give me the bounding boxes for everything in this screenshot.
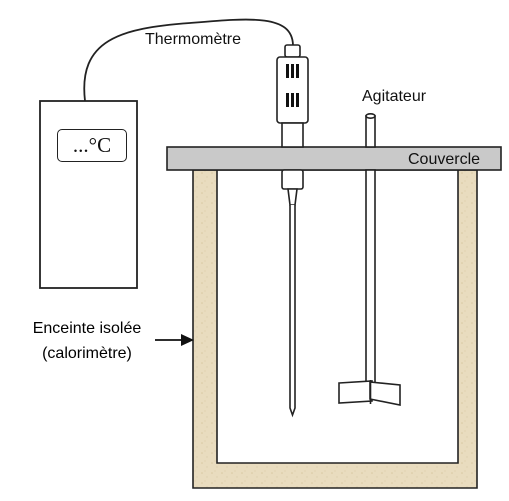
stirrer-blade xyxy=(338,380,373,404)
insulated-enclosure-label-line2: (calorimètre) xyxy=(42,345,132,362)
lid xyxy=(166,146,502,171)
stirrer xyxy=(338,113,401,406)
stirrer-label: Agitateur xyxy=(362,88,427,105)
thermometer-cable xyxy=(83,18,294,102)
thermometer-label: Thermomètre xyxy=(145,31,242,48)
thermometer-marks xyxy=(286,64,299,107)
insulated-enclosure-label-line1: Enceinte isolée xyxy=(32,320,142,337)
insulated-enclosure-label: Enceinte isolée (calorimètre) xyxy=(12,316,162,366)
insulation-arrow xyxy=(155,334,194,346)
insulated-enclosure xyxy=(192,169,478,489)
lid-label: Couvercle xyxy=(408,151,481,168)
thermometer xyxy=(276,44,309,418)
temperature-readout: ...°C xyxy=(57,129,127,162)
